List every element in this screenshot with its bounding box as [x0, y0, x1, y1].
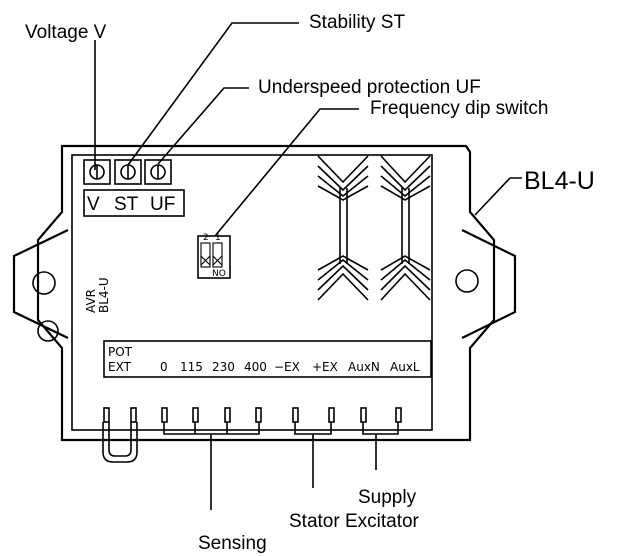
mounting-hole-right [455, 269, 479, 293]
dip-label-no: NO [212, 269, 226, 279]
dip-switch-lever-2[interactable] [200, 242, 211, 268]
terminal-label-115: 115 [180, 360, 203, 374]
callout-supply: Supply [358, 487, 417, 508]
pot-label-strip [83, 189, 185, 217]
supply-bracket [362, 422, 399, 470]
stator-excitator-bracket [294, 422, 332, 488]
terminal-label-0: 0 [160, 360, 168, 374]
underspeed-leader-line [157, 87, 249, 165]
dip-label-2: 2 [203, 233, 209, 243]
terminal-ext-label: EXT [108, 360, 132, 374]
pot-st[interactable] [114, 159, 142, 185]
terminal-strip [103, 340, 432, 378]
sensing-bracket [163, 422, 260, 510]
callout-sensing: Sensing [198, 533, 267, 554]
pot-ext-jumper-wire [102, 422, 138, 463]
callout-frequency: Frequency dip switch [370, 98, 548, 119]
pcb-board [71, 154, 433, 431]
terminal-label-400: 400 [244, 360, 267, 374]
mounting-ear-right [461, 229, 517, 339]
stability-leader-line [127, 22, 299, 166]
housing-outline [36, 144, 496, 442]
pot-label-st: ST [114, 194, 139, 215]
pot-v[interactable] [83, 159, 111, 185]
callout-model: BL4-U [524, 167, 595, 195]
frequency-leader-line [214, 108, 359, 237]
pot-label-uf: UF [150, 194, 175, 215]
dip-switch-lever-1[interactable] [212, 242, 223, 268]
avr-model-label: BL4-U [97, 277, 111, 313]
pot-label-v: V [87, 194, 100, 215]
callout-stator-excitator: Stator Excitator [289, 511, 420, 532]
terminal-label-plus-ex: +EX [312, 360, 338, 374]
pot-uf[interactable] [144, 159, 172, 185]
terminal-pins [103, 407, 402, 423]
dip-switch-position-marks [200, 255, 223, 266]
heatsink-left [317, 155, 369, 301]
mounting-hole-left [32, 271, 56, 295]
dip-label-1: 1 [215, 233, 221, 243]
terminal-label-auxn: AuxN [348, 360, 380, 374]
terminal-label-minus-ex: −EX [274, 360, 300, 374]
callout-stability: Stability ST [309, 12, 405, 33]
terminal-label-230: 230 [212, 360, 235, 374]
avr-label: AVR [84, 289, 98, 313]
mounting-ear-left [12, 229, 69, 339]
dip-switch[interactable] [197, 235, 231, 279]
terminal-label-auxl: AuxL [390, 360, 420, 374]
callout-voltage: Voltage V [25, 22, 107, 43]
heatsink-right [380, 155, 431, 301]
mounting-hole-left-lower [37, 320, 59, 342]
callout-underspeed: Underspeed protection UF [258, 77, 481, 98]
model-leader-line [474, 177, 522, 216]
terminal-pot-label: POT [108, 345, 133, 359]
